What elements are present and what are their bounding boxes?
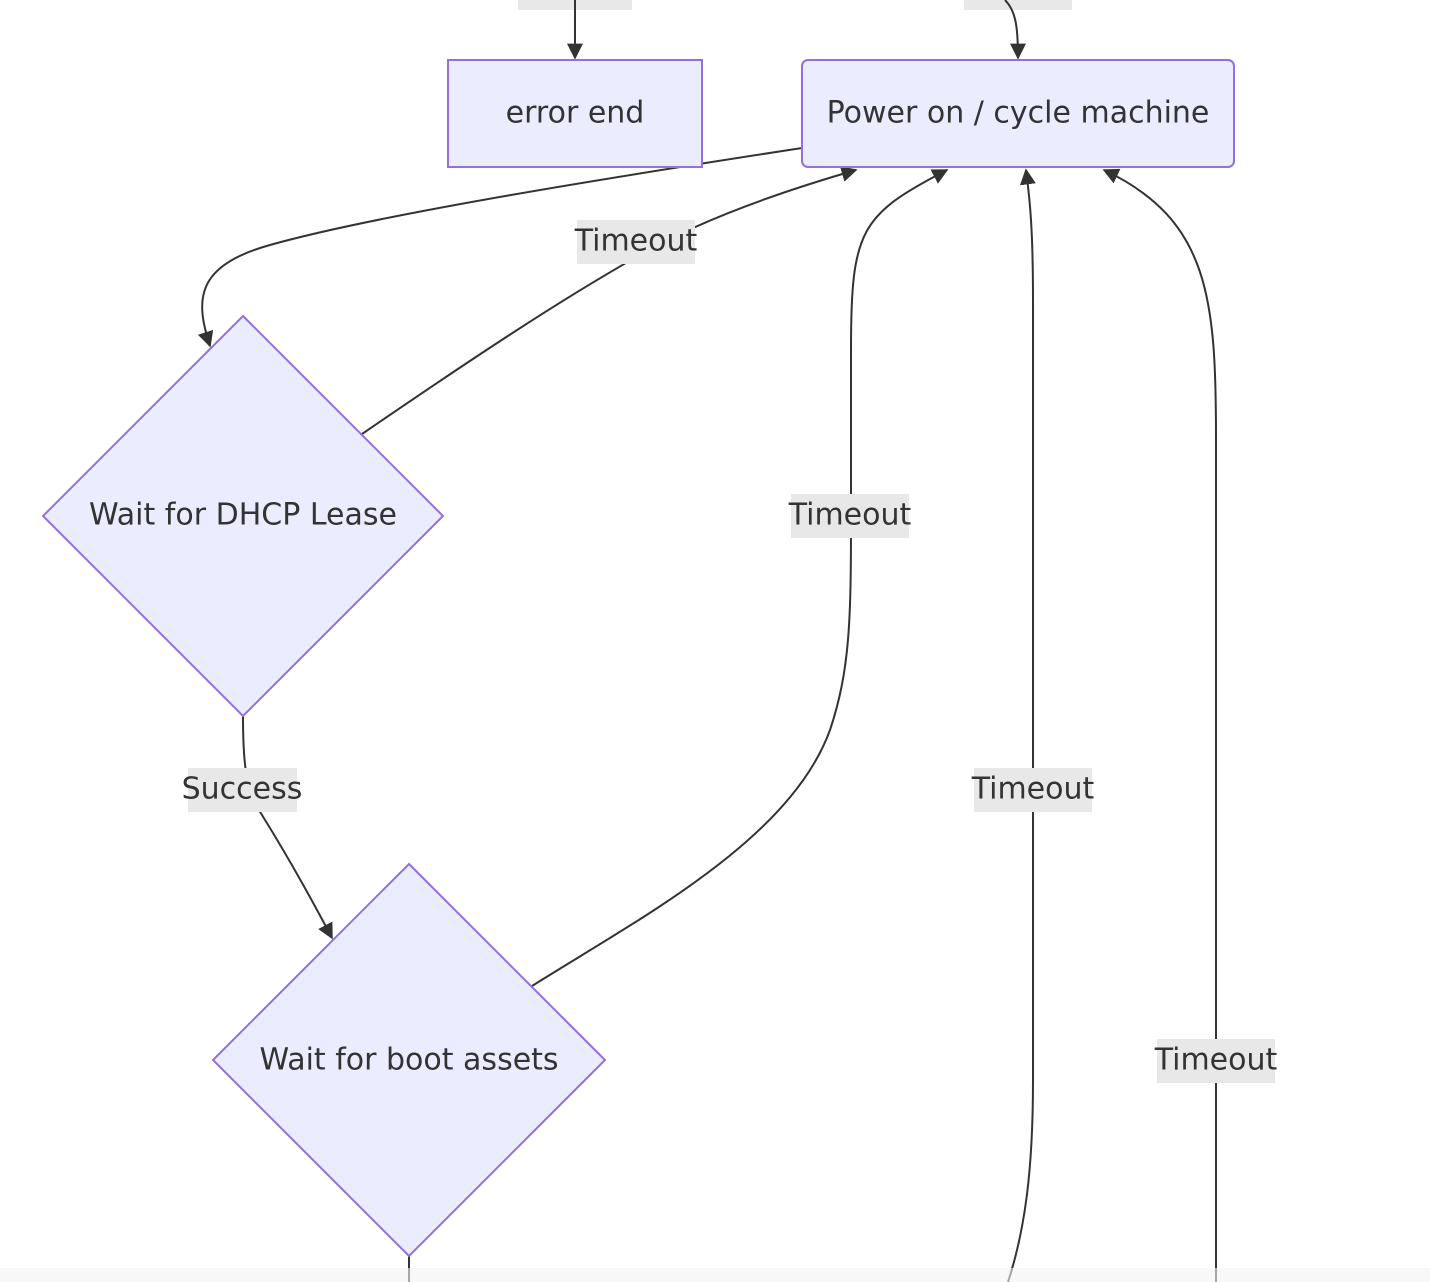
node-wait-dhcp-label: Wait for DHCP Lease bbox=[89, 498, 397, 533]
node-wait-boot[interactable]: Wait for boot assets bbox=[211, 862, 607, 1258]
svg-text:Success: Success bbox=[182, 772, 303, 807]
edge-label-dhcp-success: Success bbox=[182, 768, 303, 812]
cut-off-edge-label-right bbox=[964, 0, 1072, 10]
node-power-on[interactable]: Power on / cycle machine bbox=[801, 59, 1235, 168]
svg-text:Timeout: Timeout bbox=[971, 772, 1095, 807]
edge-boot-timeout-to-power-on bbox=[531, 169, 949, 987]
edge-mid-timeout-to-power-on bbox=[1007, 168, 1036, 1282]
node-error-end-label: error end bbox=[506, 96, 645, 131]
node-error-end[interactable]: error end bbox=[447, 59, 703, 168]
edge-dhcp-success-to-boot bbox=[242, 715, 333, 940]
node-power-on-label: Power on / cycle machine bbox=[827, 96, 1210, 131]
edge-label-right-timeout: Timeout bbox=[1154, 1039, 1278, 1083]
svg-text:Timeout: Timeout bbox=[574, 224, 698, 259]
edge-dhcp-timeout-to-power-on bbox=[361, 166, 858, 435]
node-wait-boot-label: Wait for boot assets bbox=[259, 1043, 558, 1078]
edge-power-on-to-dhcp bbox=[197, 147, 803, 348]
node-wait-dhcp[interactable]: Wait for DHCP Lease bbox=[41, 314, 445, 718]
bottom-fade-strip bbox=[0, 1268, 1430, 1282]
edge-label-boot-timeout: Timeout bbox=[788, 494, 912, 538]
edge-right-timeout-to-power-on bbox=[1102, 168, 1217, 1282]
edge-into-power-on bbox=[1004, 0, 1026, 60]
edge-label-dhcp-timeout: Timeout bbox=[574, 220, 698, 264]
edge-label-mid-timeout: Timeout bbox=[971, 768, 1095, 812]
svg-text:Timeout: Timeout bbox=[1154, 1043, 1278, 1078]
svg-text:Timeout: Timeout bbox=[788, 498, 912, 533]
